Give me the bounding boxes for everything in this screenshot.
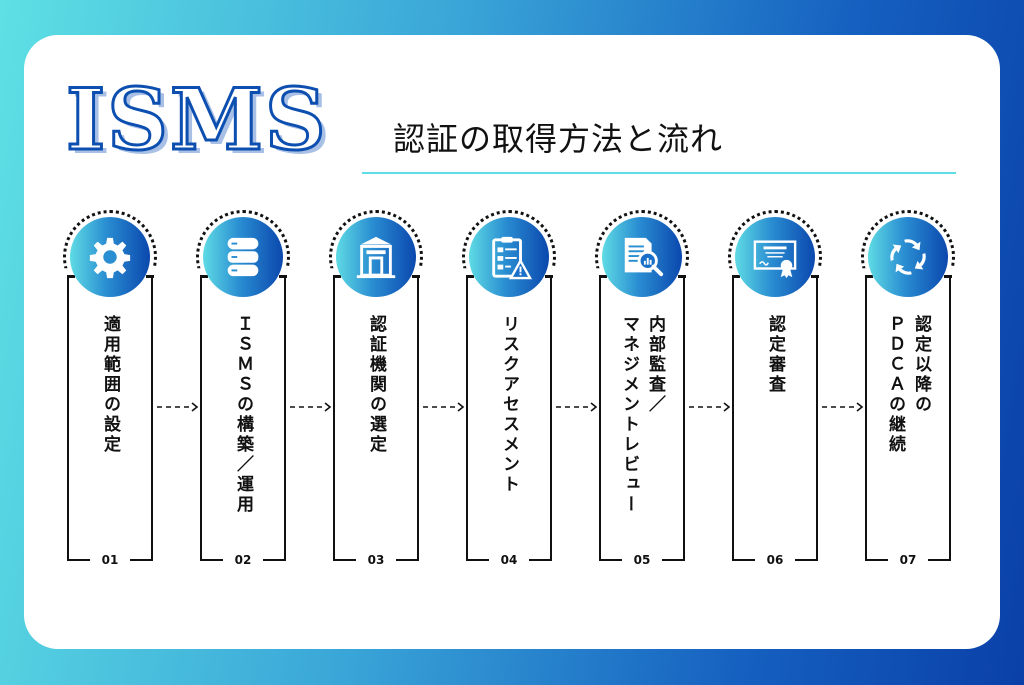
step-05: 05 内部監査／ マネジメントレビュー — [582, 210, 702, 590]
dashed-arrow-icon — [556, 402, 598, 412]
step-label: 認定以降の ＰＤＣＡの継続 — [885, 315, 931, 455]
icon-circle — [203, 217, 283, 297]
page-subtitle: 認証の取得方法と流れ — [393, 120, 724, 158]
step-number: 07 — [899, 553, 917, 567]
icon-circle — [868, 217, 948, 297]
step-label: 適用範囲の設定 — [100, 315, 120, 455]
step-label: 内部監査／ マネジメントレビュー — [619, 315, 665, 515]
content-card — [24, 35, 1000, 649]
certificate-icon — [753, 240, 797, 279]
step-04: 04 リスクアセスメント — [449, 210, 569, 590]
step-number: 05 — [633, 553, 651, 567]
step-label: 認定審査 — [765, 315, 785, 395]
icon-circle — [469, 217, 549, 297]
logo-shadow: ISMS — [71, 74, 333, 173]
database-icon — [227, 237, 259, 277]
document-magnifier-icon — [624, 237, 664, 277]
step-03: 03 認証機関の選定 — [316, 210, 436, 590]
dashed-arrow-icon — [157, 402, 199, 412]
step-06: 06 認定審査 — [715, 210, 835, 590]
step-07: 07 認定以降の ＰＤＣＡの継続 — [848, 210, 968, 590]
checklist-warning-icon — [492, 236, 532, 280]
dashed-arrow-icon — [689, 402, 731, 412]
step-label: リスクアセスメント — [499, 315, 519, 495]
dashed-arrow-icon — [822, 402, 864, 412]
step-label: 認証機関の選定 — [366, 315, 386, 455]
gear-icon — [89, 237, 131, 279]
logo-text: ISMS — [65, 69, 328, 171]
step-label: ＩＳＭＳの構築／運用 — [233, 315, 253, 515]
subtitle-divider — [362, 172, 956, 174]
step-01: 01 適用範囲の設定 — [50, 210, 170, 590]
icon-circle — [735, 217, 815, 297]
icon-circle — [602, 217, 682, 297]
step-number: 06 — [766, 553, 784, 567]
building-icon — [356, 236, 396, 279]
step-number: 04 — [500, 553, 518, 567]
cycle-arrows-icon — [890, 239, 926, 275]
step-number: 01 — [101, 553, 119, 567]
step-02: 02 ＩＳＭＳの構築／運用 — [183, 210, 303, 590]
icon-circle — [70, 217, 150, 297]
step-number: 02 — [234, 553, 252, 567]
step-number: 03 — [367, 553, 385, 567]
dashed-arrow-icon — [290, 402, 332, 412]
dashed-arrow-icon — [423, 402, 465, 412]
isms-logo: ISMS ISMS — [65, 69, 331, 174]
icon-circle — [336, 217, 416, 297]
